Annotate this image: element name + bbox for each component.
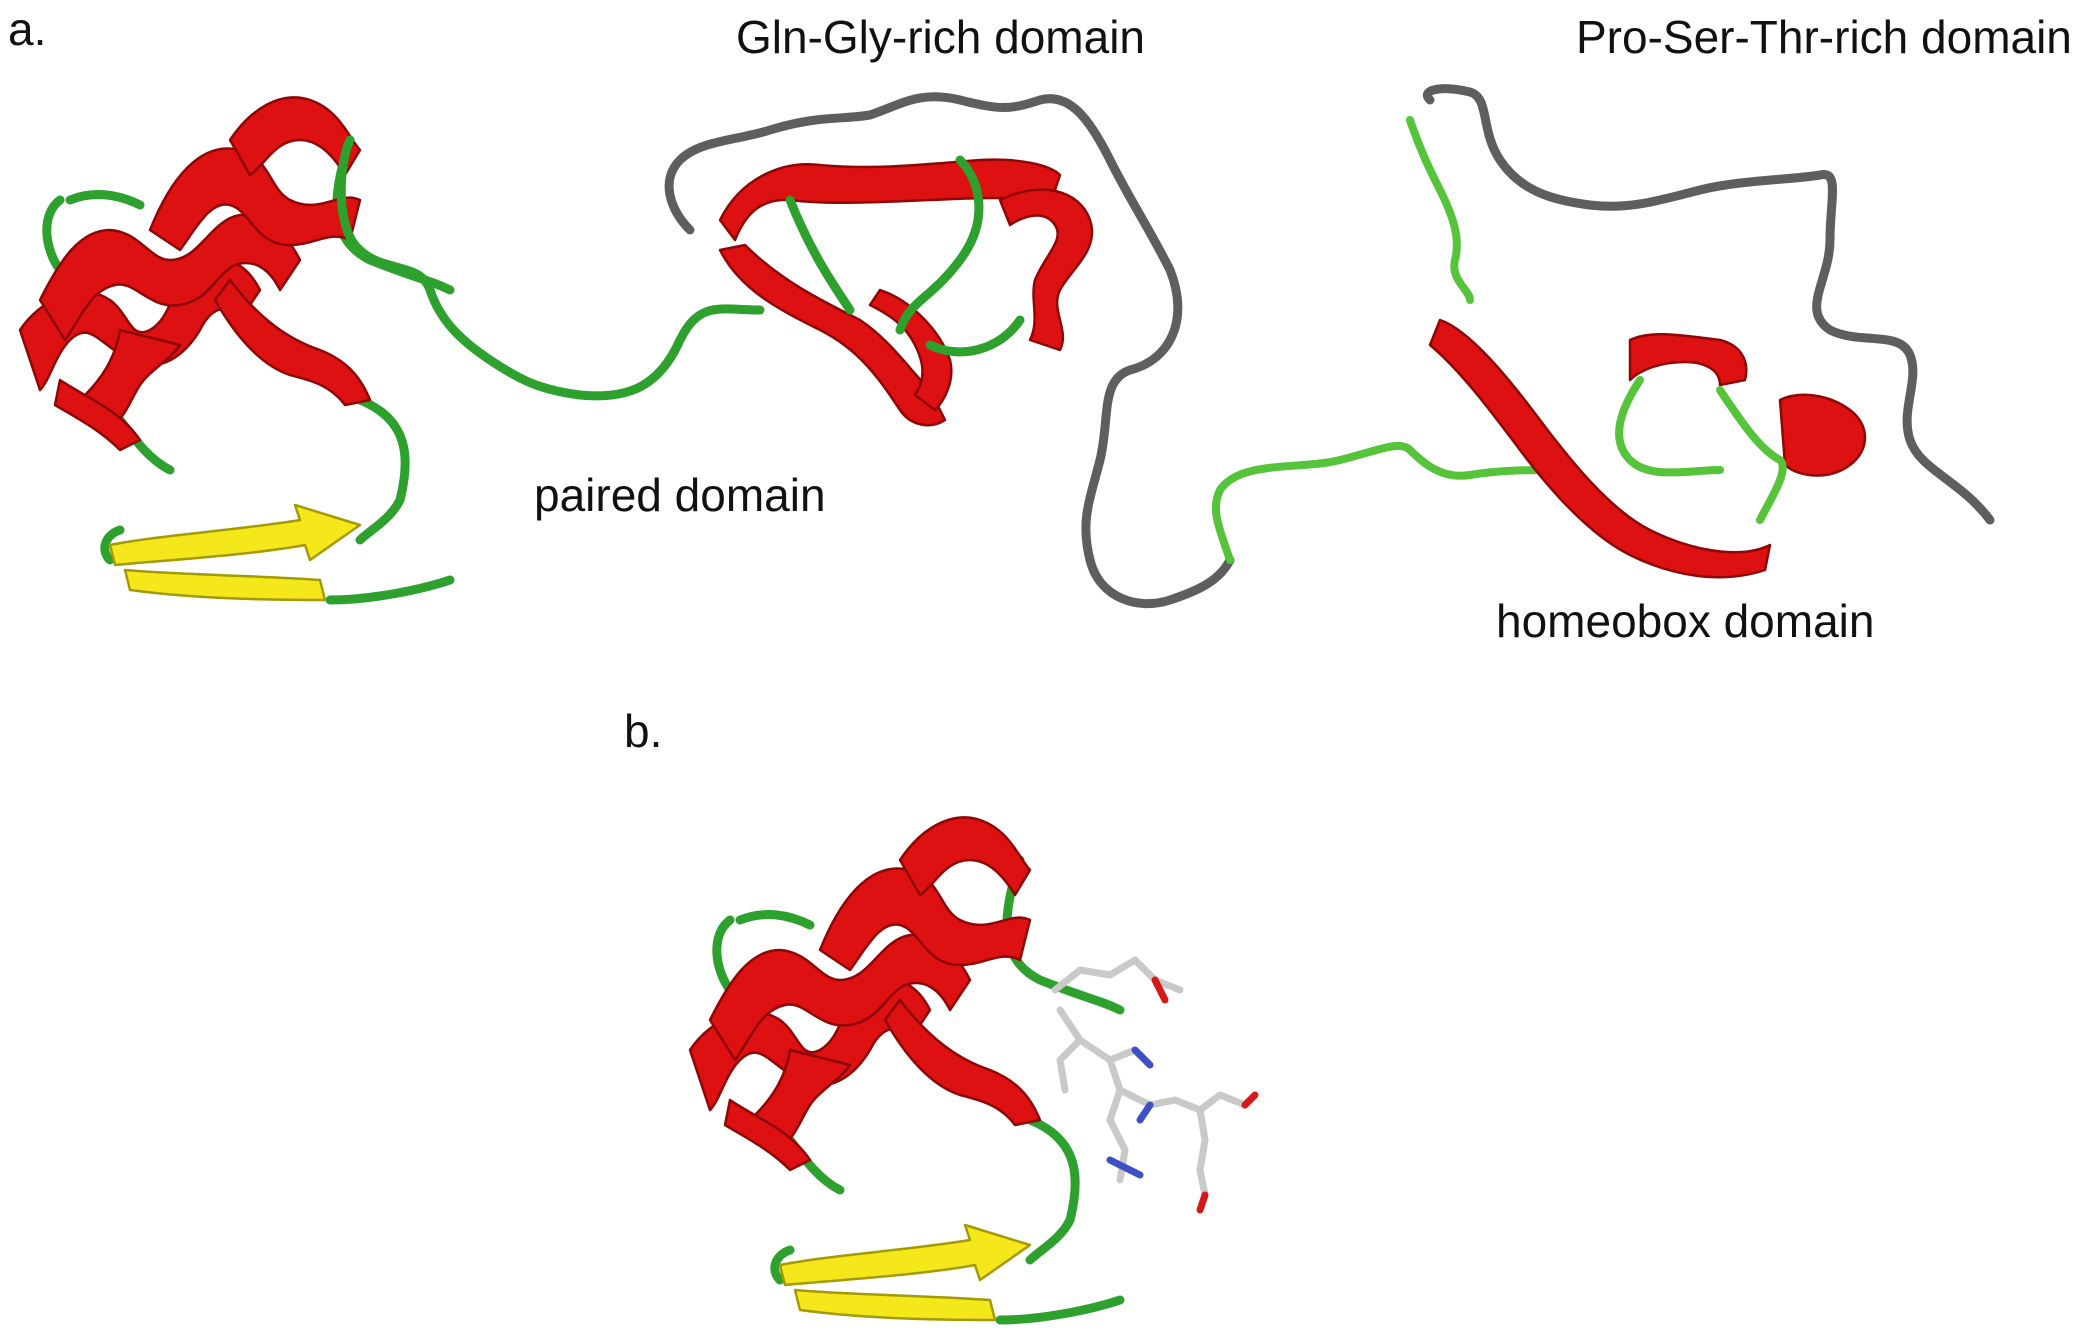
panel-b-label: b. [624,705,663,757]
homeobox-domain-structure [1406,116,1867,579]
proserthr-linker [1423,84,1995,525]
bound-peptide-ligand [1051,956,1259,1214]
glngly-to-homeobox-linker [1211,441,1554,564]
paired-domain-structure-a [20,97,450,600]
paired-to-glngly-linker [336,135,765,401]
paired-domain-structure-b [690,817,1120,1320]
homeobox-domain-label: homeobox domain [1496,595,1875,647]
glngly-domain-label: Gln-Gly-rich domain [736,11,1145,63]
proserthr-domain-label: Pro-Ser-Thr-rich domain [1576,11,2072,63]
paired-domain-label: paired domain [534,469,826,521]
panel-a-label: a. [8,3,47,55]
glngly-domain-structure [664,92,1235,609]
